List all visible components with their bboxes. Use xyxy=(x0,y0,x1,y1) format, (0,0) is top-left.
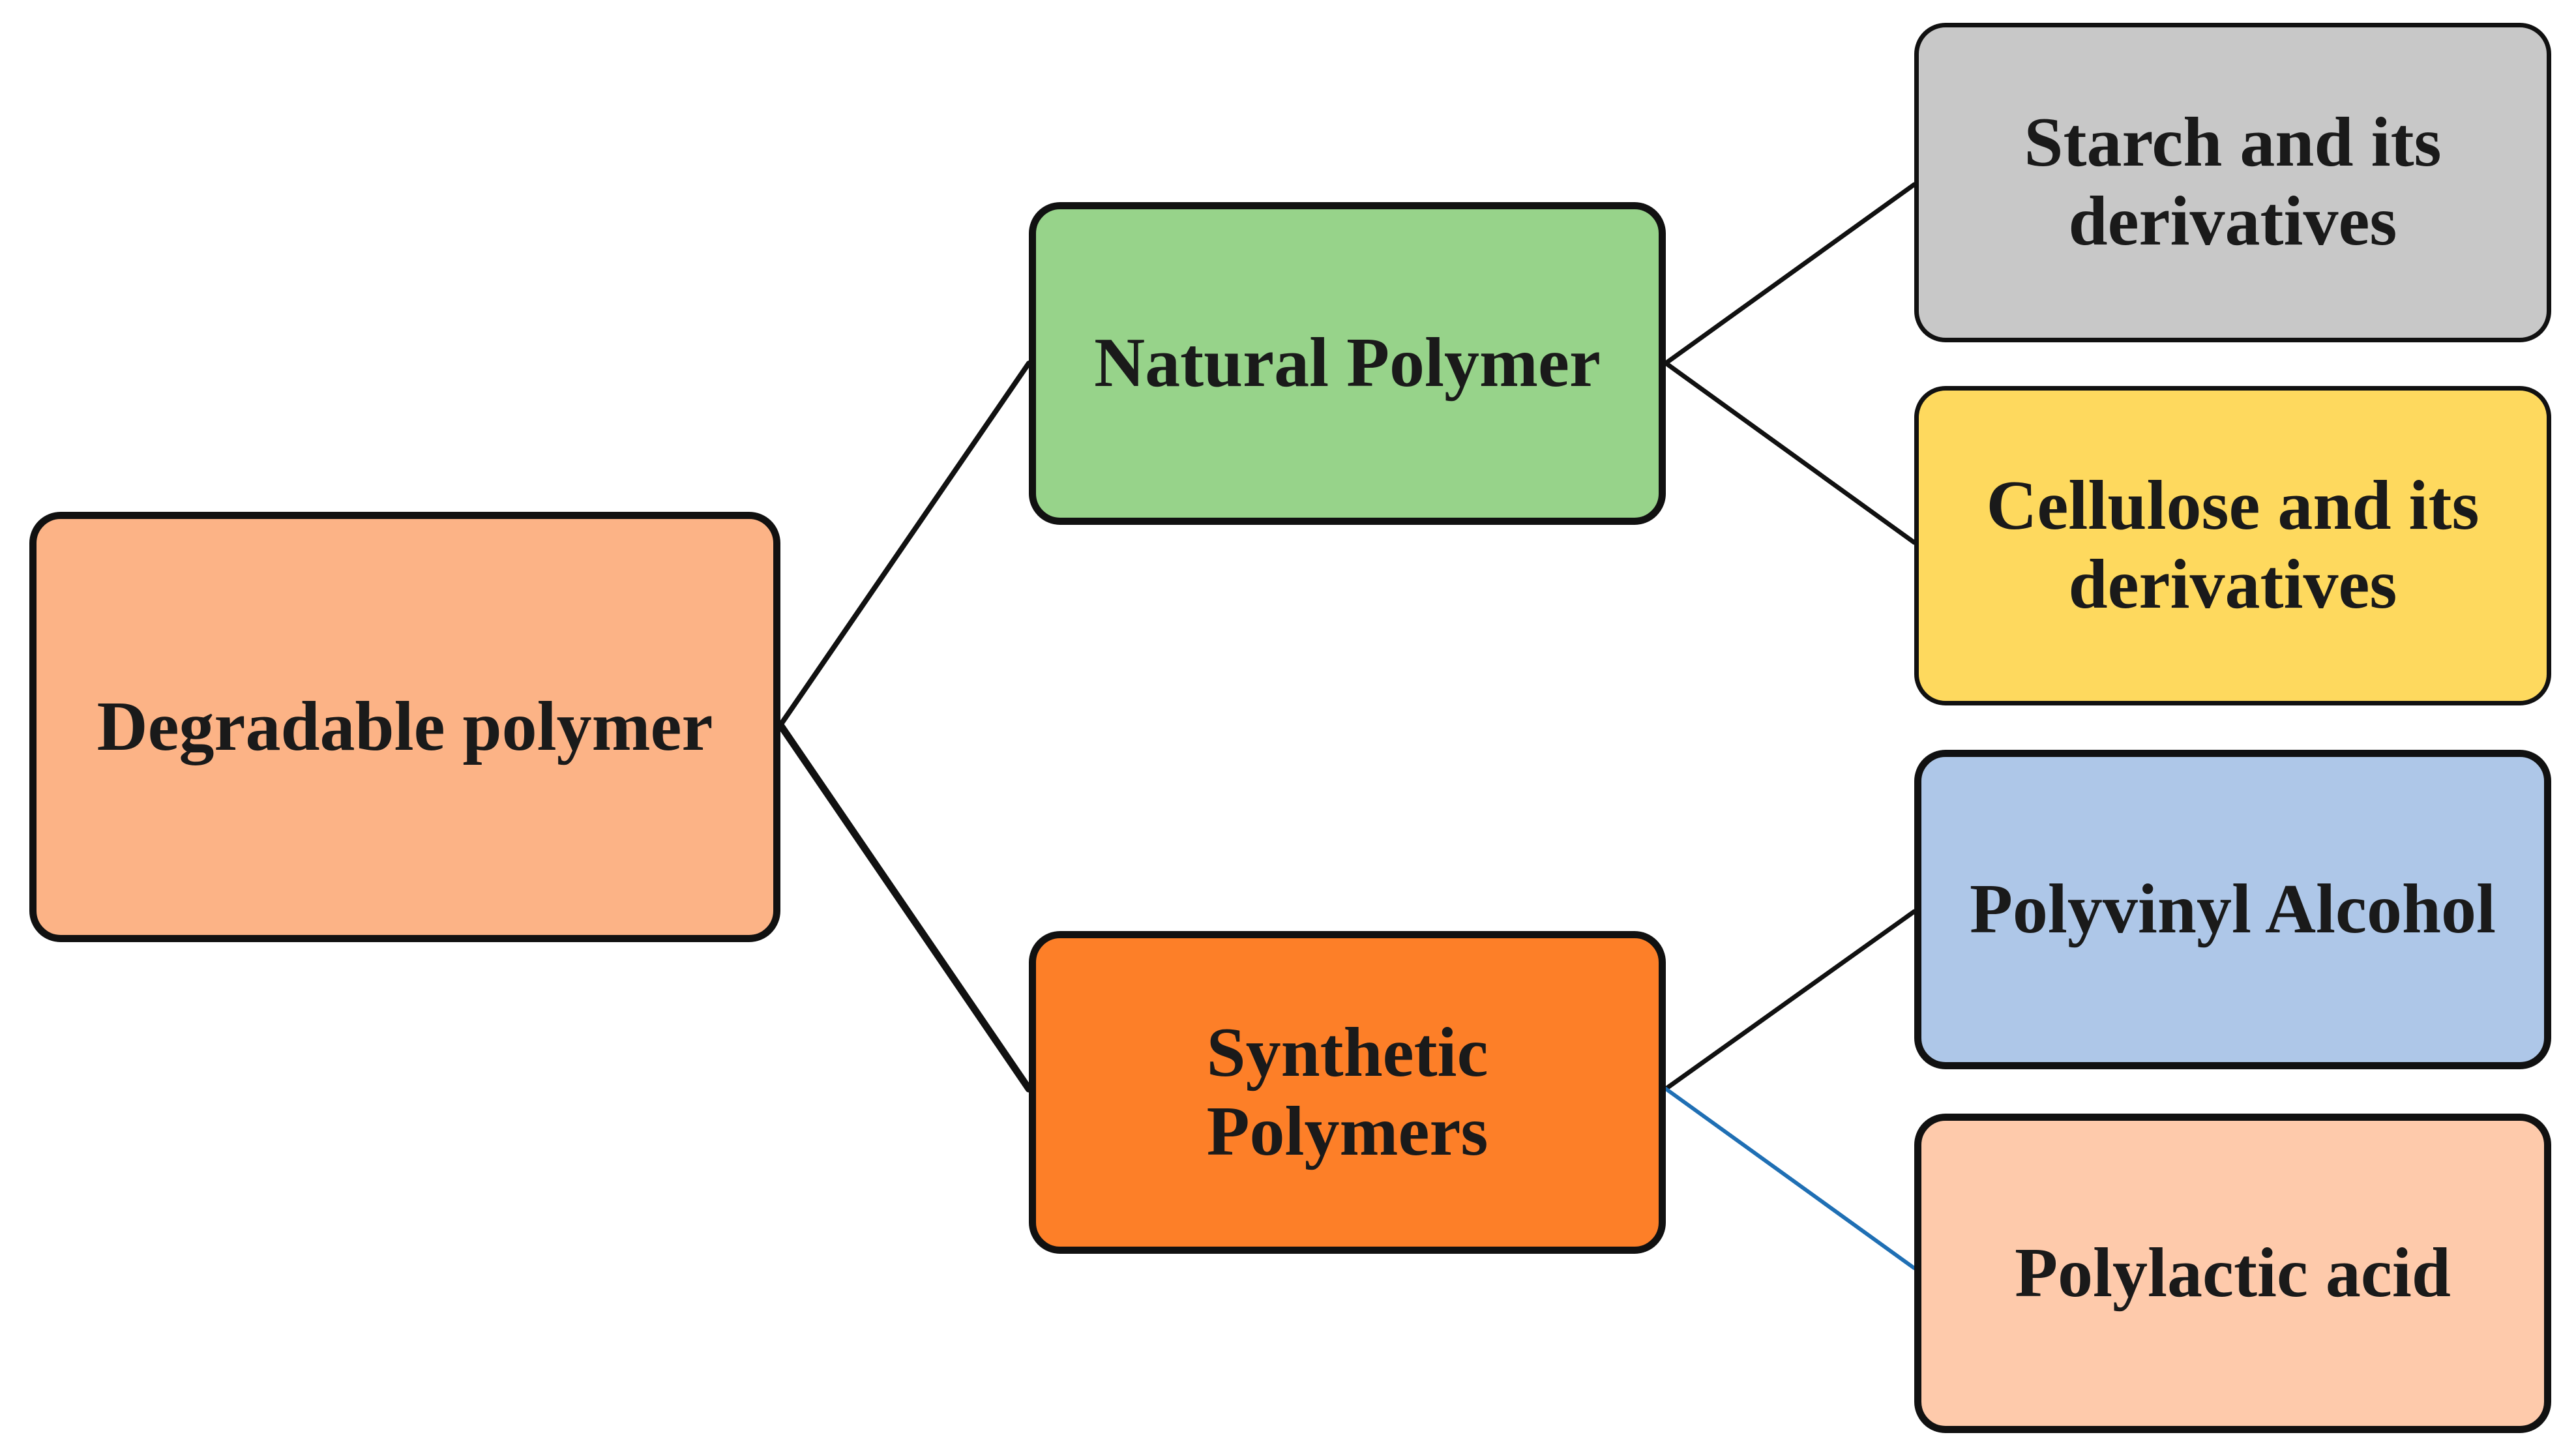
node-degradable-polymer: Degradable polymer xyxy=(29,512,780,942)
edge-synthetic-to-pva xyxy=(1663,909,1917,1091)
node-synthetic-polymers: Synthetic Polymers xyxy=(1029,931,1666,1254)
node-label-cellulose-derivatives: Cellulose and its derivatives xyxy=(1986,467,2480,623)
node-label-polylactic-acid: Polylactic acid xyxy=(2015,1234,2451,1312)
edge-natural-to-starch xyxy=(1663,182,1917,366)
node-label-polyvinyl-alcohol: Polyvinyl Alcohol xyxy=(1969,870,2496,948)
node-polylactic-acid: Polylactic acid xyxy=(1914,1114,2551,1433)
node-label-starch-derivatives: Starch and its derivatives xyxy=(2024,104,2442,260)
node-label-synthetic-polymers: Synthetic Polymers xyxy=(1206,1013,1488,1170)
node-label-degradable-polymer: Degradable polymer xyxy=(96,687,713,765)
node-cellulose-derivatives: Cellulose and its derivatives xyxy=(1914,386,2551,705)
node-natural-polymer: Natural Polymer xyxy=(1029,202,1666,525)
edge-synthetic-to-pla xyxy=(1664,1087,1916,1270)
node-label-natural-polymer: Natural Polymer xyxy=(1094,324,1601,402)
node-polyvinyl-alcohol: Polyvinyl Alcohol xyxy=(1914,750,2551,1069)
edge-natural-to-cellulose xyxy=(1663,361,1917,545)
edge-root-to-natural xyxy=(778,361,1031,728)
edge-root-to-synthetic xyxy=(777,721,1033,1093)
node-starch-derivatives: Starch and its derivatives xyxy=(1914,23,2551,342)
